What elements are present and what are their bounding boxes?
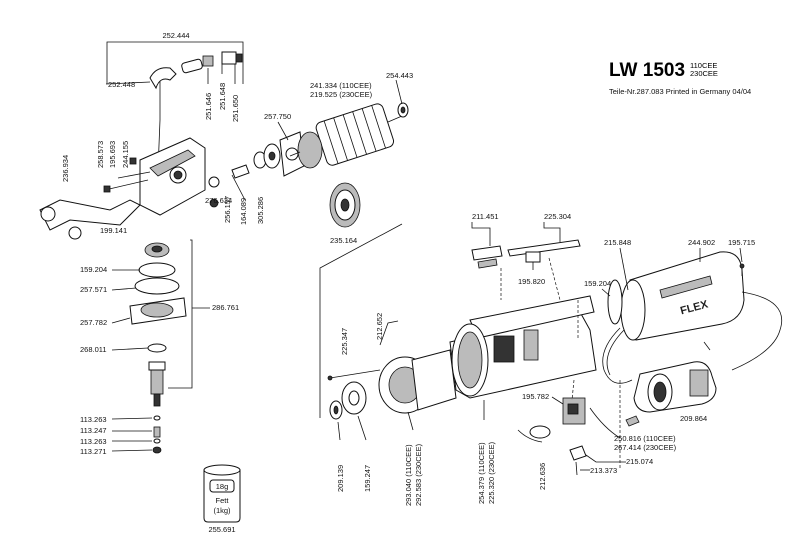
label-257571: 257.571 [80,285,107,294]
label-244902: 244.902 [688,238,715,247]
label-250816: 250.816 (110CEE) [614,434,676,443]
label-236934: 236.934 [61,155,70,182]
label-195693: 195.693 [108,141,117,168]
bearing-washer [329,381,367,420]
label-235164: 235.164 [330,236,357,245]
label-292583: 292.583 (230CEE) [414,443,423,506]
stator [378,320,457,414]
label-286761: 286.761 [212,303,239,312]
small-parts-row [208,131,305,208]
armature [289,102,409,169]
label-209139: 209.139 [336,465,345,492]
label-211451: 211.451 [472,212,499,221]
grease-container: 18g Fett (1kg) [203,464,241,523]
gear-head-housing [39,137,206,240]
grease-label-kg: (1kg) [213,506,231,515]
switch-parts-top [471,239,581,301]
label-225347: 225.347 [340,328,349,355]
model-title: LW 1503 [609,60,685,81]
grease-weight: 18g [216,482,229,491]
label-213373: 213.373 [590,466,617,475]
label-251648: 251.648 [218,83,227,110]
bevel-gear-235164 [329,182,361,228]
bracket-252444: 252.444 [106,31,244,84]
label-258573: 258.573 [96,141,105,168]
label-219525: 219.525 (230CEE) [310,90,373,99]
label-195782: 195.782 [522,392,549,401]
voltage-label-110: 110CEE [690,61,717,70]
label-225320: 225.320 (230CEE) [487,441,496,504]
label-215074: 215.074 [626,457,653,466]
switch-assembly [517,379,640,476]
label-164089: 164.089 [239,198,248,225]
label-255691: 255.691 [208,525,235,534]
label-199141: 199.141 [100,226,127,235]
label-159204-left: 159.204 [80,265,107,274]
label-212636: 212.636 [538,463,547,490]
voltage-label-230: 230CEE [690,69,718,78]
hose-fitting [105,51,243,171]
label-267414: 267.414 (230CEE) [614,443,677,452]
motor-housing [449,295,597,420]
label-251650: 251.650 [231,95,240,122]
label-113263-a: 113.263 [80,415,107,424]
power-cable-plug [602,291,782,413]
label-252444: 252.444 [162,31,189,40]
label-195820: 195.820 [518,277,545,286]
label-195715: 195.715 [728,238,755,247]
label-244155: 244.155 [121,141,130,168]
label-113263-b: 113.263 [80,437,107,446]
label-293040: 293.040 (110CEE) [404,444,413,506]
motor-cover: FLEX [607,251,745,341]
label-215848: 215.848 [604,238,631,247]
label-225304: 225.304 [544,212,571,221]
label-113271: 113.271 [80,447,107,456]
label-241334: 241.334 (110CEE) [310,81,372,90]
label-113247: 113.247 [80,426,107,435]
label-276634: 276.634 [205,196,232,205]
label-256157: 256.157 [223,196,232,223]
label-212652: 212.652 [375,313,384,340]
label-305286: 305.286 [256,197,265,224]
label-209864: 209.864 [680,414,707,423]
label-251646: 251.646 [204,93,213,120]
print-info: Teile-Nr.287.083 Printed in Germany 04/0… [609,87,751,96]
label-254443: 254.443 [386,71,413,80]
label-159247: 159.247 [363,465,372,492]
label-268011: 268.011 [80,345,107,354]
label-252448: 252.448 [108,80,135,89]
label-254379: 254.379 (110CEE) [477,442,486,504]
label-257750: 257.750 [264,112,291,121]
label-159204-right: 159.204 [584,279,611,288]
label-257782: 257.782 [80,318,107,327]
spindle-stack [129,242,187,454]
grease-label-fett: Fett [216,496,230,505]
